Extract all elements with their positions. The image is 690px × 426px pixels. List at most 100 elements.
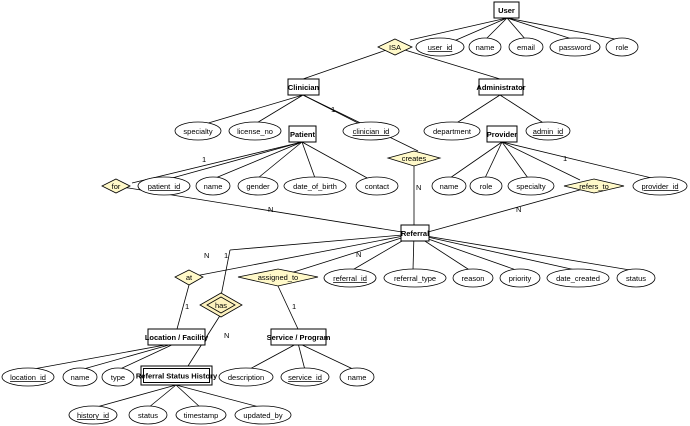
attribute-role: role [605,37,639,57]
cardinality-referral-1-left: 1 [224,251,228,260]
cardinality-refers-referral: N [516,205,521,214]
attribute-referral-id: referral_id [323,268,377,288]
svg-text:specialty: specialty [183,127,212,136]
attribute-password: password [549,37,601,57]
svg-text:role: role [616,43,629,52]
cardinality-assigned-referral: N [356,250,361,259]
svg-text:Referral: Referral [401,229,429,238]
attribute-updated-by: updated_by [234,405,292,425]
attribute-timestamp: timestamp [175,405,227,425]
svg-text:provider_id: provider_id [641,182,678,191]
attribute-patient-name: name [195,176,231,196]
svg-text:timestamp: timestamp [184,411,219,420]
svg-text:history_id: history_id [77,411,109,420]
svg-text:date_of_birth: date_of_birth [293,182,337,191]
svg-text:status: status [626,274,646,283]
attribute-priority: priority [499,268,541,288]
svg-text:role: role [480,182,493,191]
attribute-provider-id: provider_id [632,176,688,196]
attribute-email: email [508,37,544,57]
svg-text:date_created: date_created [556,274,600,283]
svg-text:department: department [433,127,472,136]
attribute-service-id: service_id [280,367,330,387]
svg-text:updated_by: updated_by [243,411,282,420]
relationship-at: at [174,269,204,286]
attribute-service-name: name [339,367,375,387]
svg-text:description: description [228,373,264,382]
attribute-date-created: date_created [546,268,610,288]
attribute-user-id: user_id [415,37,465,57]
cardinality-refers-provider: 1 [563,154,567,163]
attribute-location-name: name [62,367,98,387]
entity-service-program: Service / Program [267,328,331,346]
svg-text:Administrator: Administrator [476,83,525,92]
svg-text:gender: gender [246,182,270,191]
attribute-contact: contact [355,176,399,196]
svg-text:refers_to: refers_to [579,182,609,191]
cardinality-has-history: N [224,331,229,340]
relationship-assigned-to: assigned_to [237,268,319,287]
svg-text:Provider: Provider [487,130,518,139]
svg-text:assigned_to: assigned_to [258,273,298,282]
attribute-location-type: type [101,367,135,387]
cardinality-assigned-service: 1 [292,302,296,311]
attribute-history-status: status [128,405,168,425]
svg-text:Service / Program: Service / Program [267,333,331,342]
cardinality-at-location: 1 [185,302,189,311]
attribute-admin-id: admin_id [525,121,571,141]
cardinality-creates-clinician: 1 [331,105,335,114]
attribute-patient-id: patient_id [137,176,191,196]
attribute-clinician-id: clinician_id [342,121,400,141]
cardinality-for-patient: 1 [202,155,206,164]
svg-text:Patient: Patient [290,130,316,139]
entity-administrator: Administrator [476,78,526,96]
attribute-referral-status: status [616,268,656,288]
svg-text:license_no: license_no [237,127,273,136]
attribute-history-id: history_id [68,405,118,425]
svg-text:at: at [186,273,193,282]
svg-text:status: status [138,411,158,420]
entity-provider: Provider [486,125,518,143]
svg-text:name: name [348,373,367,382]
svg-text:referral_type: referral_type [394,274,436,283]
attribute-department: department [423,121,481,141]
svg-text:contact: contact [365,182,390,191]
cardinality-labels: 1 N 1 N 1 N N 1 1 N 1 N [185,105,567,340]
svg-text:Referral Status History: Referral Status History [136,372,218,381]
attribute-gender: gender [237,176,279,196]
attribute-description: description [218,367,274,387]
attribute-provider-role: role [469,176,503,196]
relationship-for: for [101,178,131,194]
cardinality-referral-n-left: N [204,251,209,260]
svg-text:creates: creates [402,154,427,163]
svg-text:name: name [476,43,495,52]
svg-text:ISA: ISA [389,43,401,52]
relationship-creates: creates [386,150,442,167]
relationship-refers-to: refers_to [563,178,625,194]
svg-text:reason: reason [462,274,485,283]
attribute-license-no: license_no [228,121,282,141]
svg-text:email: email [517,43,535,52]
svg-text:type: type [111,373,125,382]
attribute-clinician-specialty: specialty [174,121,222,141]
svg-text:password: password [559,43,591,52]
svg-text:User: User [498,6,515,15]
svg-text:clinician_id: clinician_id [353,127,390,136]
svg-text:priority: priority [509,274,532,283]
svg-text:user_id: user_id [428,43,453,52]
svg-text:admin_id: admin_id [533,127,563,136]
cardinality-creates-referral: N [416,183,421,192]
entity-patient: Patient [288,125,317,143]
svg-text:service_id: service_id [288,373,322,382]
relationship-has-weak: has [199,292,243,318]
attribute-date-of-birth: date_of_birth [283,176,347,196]
svg-text:has: has [215,301,227,310]
entity-clinician: Clinician [287,78,320,96]
svg-text:name: name [440,182,459,191]
svg-text:location_id: location_id [10,373,46,382]
svg-text:name: name [71,373,90,382]
attribute-reason: reason [452,268,494,288]
entity-referral: Referral [400,224,430,242]
relationship-isa: ISA [377,38,413,56]
svg-text:Location / Facility: Location / Facility [145,333,209,342]
